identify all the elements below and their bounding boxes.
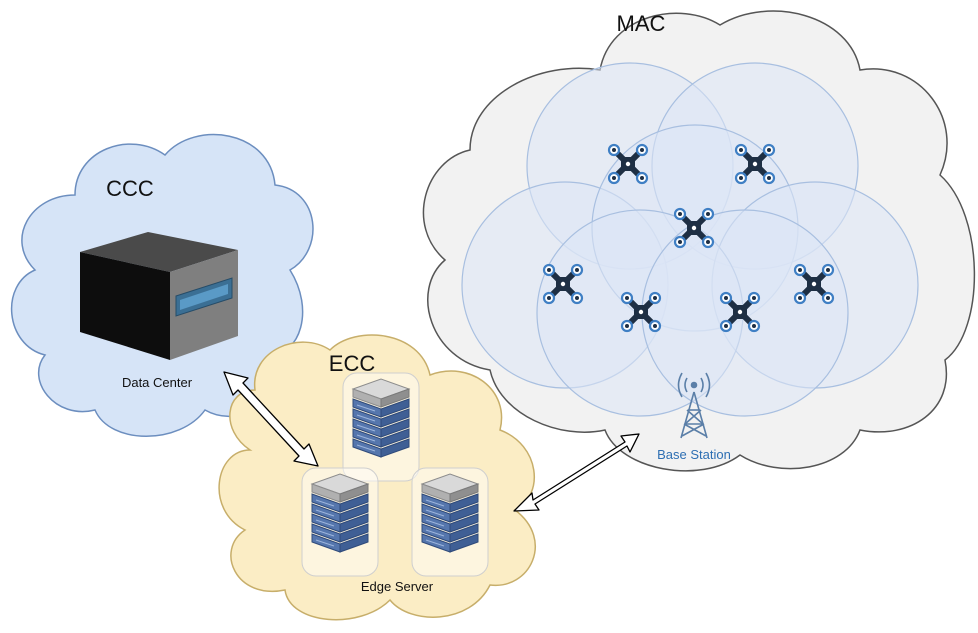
server-rack-icon [342, 372, 420, 482]
server-rack-icon [411, 467, 489, 577]
ccc-title: CCC [106, 176, 154, 201]
server-rack-icon [301, 467, 379, 577]
datacenter-icon [80, 232, 238, 360]
double-arrow-ecc-mac [513, 433, 640, 512]
mac-title: MAC [617, 11, 666, 36]
datacenter-label: Data Center [122, 375, 193, 390]
ecc-title: ECC [329, 351, 376, 376]
radio-tower-icon [677, 372, 711, 439]
base-station-label: Base Station [657, 447, 731, 462]
edge-server-label: Edge Server [361, 579, 434, 594]
double-arrow-ccc-ecc [223, 371, 319, 467]
